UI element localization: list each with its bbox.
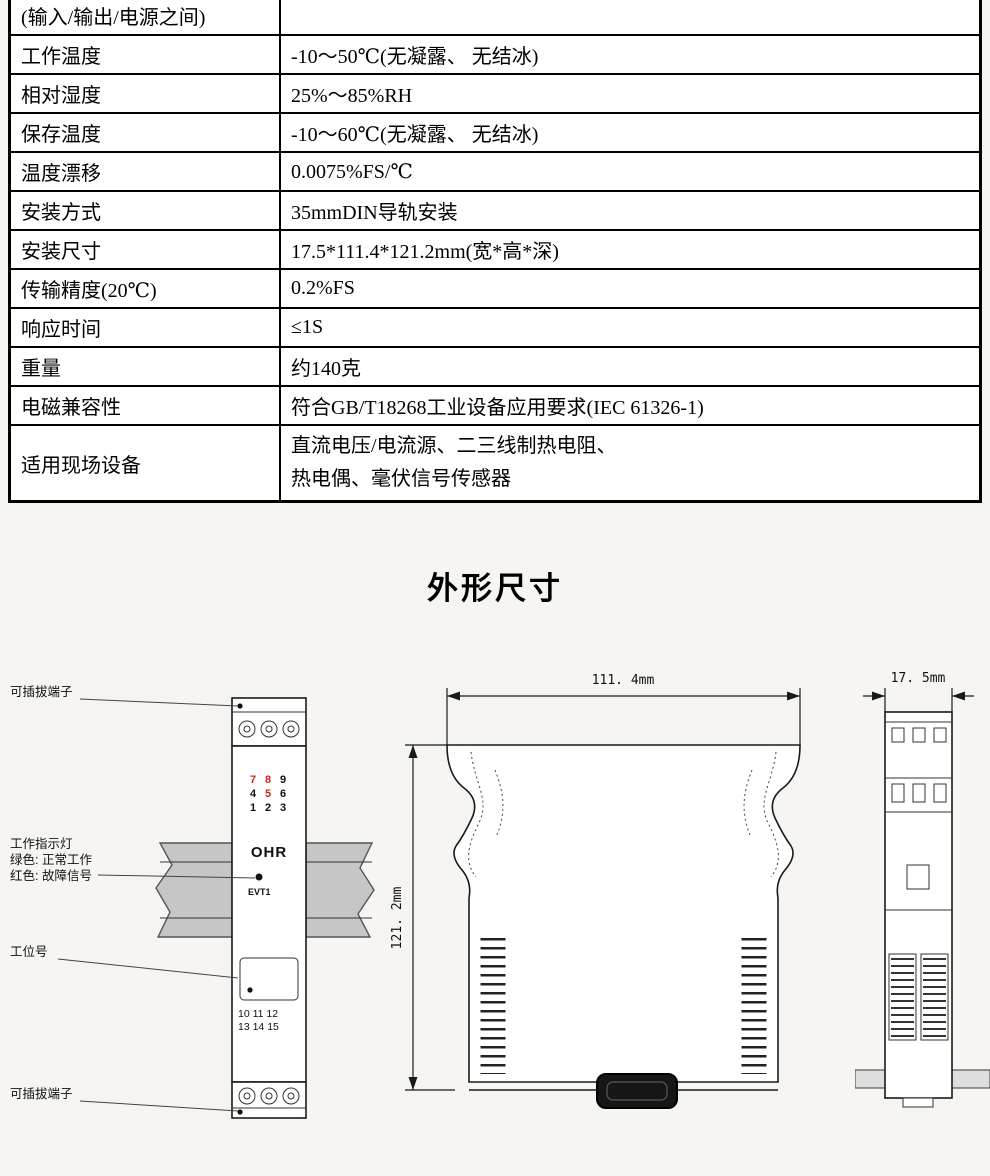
spec-value-cell: 约140克 — [279, 346, 982, 387]
status-led — [255, 873, 263, 881]
spec-label-cell: 重量 — [8, 346, 281, 387]
spec-label-cell: 保存温度 — [8, 112, 281, 153]
spec-label-cell: 工作温度 — [8, 34, 281, 75]
spec-value-line1: 直流电压/电流源、二三线制热电阻、 — [291, 435, 617, 457]
spec-table: (输入/输出/电源之间) 工作温度 -10～50℃(无凝露、 无结冰) 相对湿度… — [8, 0, 982, 503]
table-row: 温度漂移 0.0075%FS/℃ — [8, 151, 982, 192]
height-dimension: 121. 2mm — [390, 744, 455, 1091]
rail-clip — [596, 1073, 678, 1109]
depth-dim-label: 17. 5mm — [891, 671, 946, 686]
spec-value-cell: 0.0075%FS/℃ — [279, 151, 982, 192]
width-dimension: 111. 4mm — [446, 673, 801, 745]
table-row: 响应时间 ≤1S — [8, 307, 982, 348]
table-row: 工作温度 -10～50℃(无凝露、 无结冰) — [8, 34, 982, 75]
bottom-terminal-block — [231, 1081, 307, 1119]
spec-label-cell: 温度漂移 — [8, 151, 281, 192]
callout-station-number: 工位号 — [10, 944, 48, 959]
depth-dimension: 17. 5mm — [863, 671, 974, 712]
width-dim-label: 111. 4mm — [592, 673, 655, 688]
table-row: 电磁兼容性 符合GB/T18268工业设备应用要求(IEC 61326-1) — [8, 385, 982, 426]
spec-label-cell: 响应时间 — [8, 307, 281, 348]
table-row: 适用现场设备 直流电压/电流源、二三线制热电阻、 热电偶、毫伏信号传感器 — [8, 424, 982, 503]
spec-label-cell: 相对湿度 — [8, 73, 281, 114]
spec-value-cell — [279, 0, 982, 36]
callout-indicator-red: 红色: 故障信号 — [10, 868, 92, 883]
end-view-module — [855, 711, 990, 1108]
spec-value-cell: 符合GB/T18268工业设备应用要求(IEC 61326-1) — [279, 385, 982, 426]
spec-value-cell: -10～50℃(无凝露、 无结冰) — [279, 34, 982, 75]
side-profile-outline — [446, 744, 801, 1109]
spec-label-cell: 传输精度(20℃) — [8, 268, 281, 309]
spec-value-cell: 17.5*111.4*121.2mm(宽*高*深) — [279, 229, 982, 270]
end-view-drawing: 17. 5mm — [855, 671, 990, 1108]
top-terminal-block — [231, 697, 307, 747]
led-label: EVT1 — [248, 887, 271, 897]
table-row: 安装方式 35mmDIN导轨安装 — [8, 190, 982, 231]
spec-value-cell: 0.2%FS — [279, 268, 982, 309]
callout-indicator-title: 工作指示灯 — [10, 836, 73, 851]
height-dim-label: 121. 2mm — [390, 887, 405, 950]
spec-value-line2: 热电偶、毫伏信号传感器 — [291, 468, 511, 490]
table-row: 相对湿度 25%～85%RH — [8, 73, 982, 114]
table-row: 传输精度(20℃) 0.2%FS — [8, 268, 982, 309]
spec-label-cell: 适用现场设备 — [8, 424, 281, 503]
front-view-callouts: 可插拔端子 工作指示灯 绿色: 正常工作 红色: 故障信号 工位号 可插拔端子 — [10, 684, 256, 1112]
callout-pluggable-terminal-top: 可插拔端子 — [10, 684, 73, 699]
spec-value-cell: -10～60℃(无凝露、 无结冰) — [279, 112, 982, 153]
din-rail-graphic — [155, 842, 375, 938]
brand-logo: OHR — [251, 844, 287, 861]
spec-label-cell: 电磁兼容性 — [8, 385, 281, 426]
side-view-drawing: 111. 4mm 121. 2mm — [390, 673, 801, 1109]
spec-label-cell: 安装方式 — [8, 190, 281, 231]
table-row: 安装尺寸 17.5*111.4*121.2mm(宽*高*深) — [8, 229, 982, 270]
table-row: (输入/输出/电源之间) — [8, 0, 982, 36]
callout-pluggable-terminal-bottom: 可插拔端子 — [10, 1086, 73, 1101]
spec-value-cell: ≤1S — [279, 307, 982, 348]
station-label-area — [239, 957, 299, 1001]
spec-label-cell: (输入/输出/电源之间) — [8, 0, 281, 36]
terminal-numbers-bottom1: 10 11 12 — [238, 1008, 278, 1020]
table-row: 重量 约140克 — [8, 346, 982, 387]
spec-value-cell: 35mmDIN导轨安装 — [279, 190, 982, 231]
callout-indicator-green: 绿色: 正常工作 — [10, 852, 92, 867]
table-row: 保存温度 -10～60℃(无凝露、 无结冰) — [8, 112, 982, 153]
spec-value-cell: 25%～85%RH — [279, 73, 982, 114]
terminal-numbers-bottom2: 13 14 15 — [238, 1021, 279, 1033]
section-title-outline-dimensions: 外形尺寸 — [427, 571, 563, 606]
spec-value-cell: 直流电压/电流源、二三线制热电阻、 热电偶、毫伏信号传感器 — [279, 424, 982, 503]
spec-label-cell: 安装尺寸 — [8, 229, 281, 270]
